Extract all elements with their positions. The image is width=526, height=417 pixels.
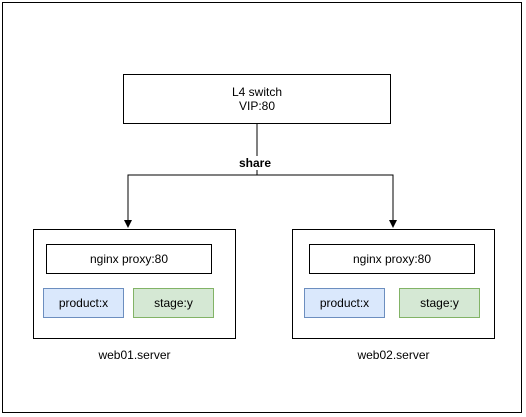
edge-switch-to-web01: [124, 124, 258, 228]
share-edge-label: share: [225, 156, 285, 170]
server-label-web02: web02.server: [357, 348, 430, 362]
stage-box-web02: stage:y: [399, 288, 480, 318]
nginx-proxy-web02: nginx proxy:80: [309, 244, 475, 274]
stage-box-web01: stage:y: [133, 288, 214, 318]
switch-title: L4 switch: [231, 85, 283, 99]
product-box-web02: product:x: [304, 288, 385, 318]
product-box-web01: product:x: [43, 288, 124, 318]
nginx-proxy-web01: nginx proxy:80: [46, 244, 212, 274]
diagram-frame: [2, 2, 522, 413]
l4-switch-box: L4 switch VIP:80: [123, 74, 391, 124]
edge-switch-to-web02: [257, 174, 397, 228]
server-label-web01: web01.server: [98, 348, 171, 362]
switch-vip: VIP:80: [238, 99, 276, 113]
